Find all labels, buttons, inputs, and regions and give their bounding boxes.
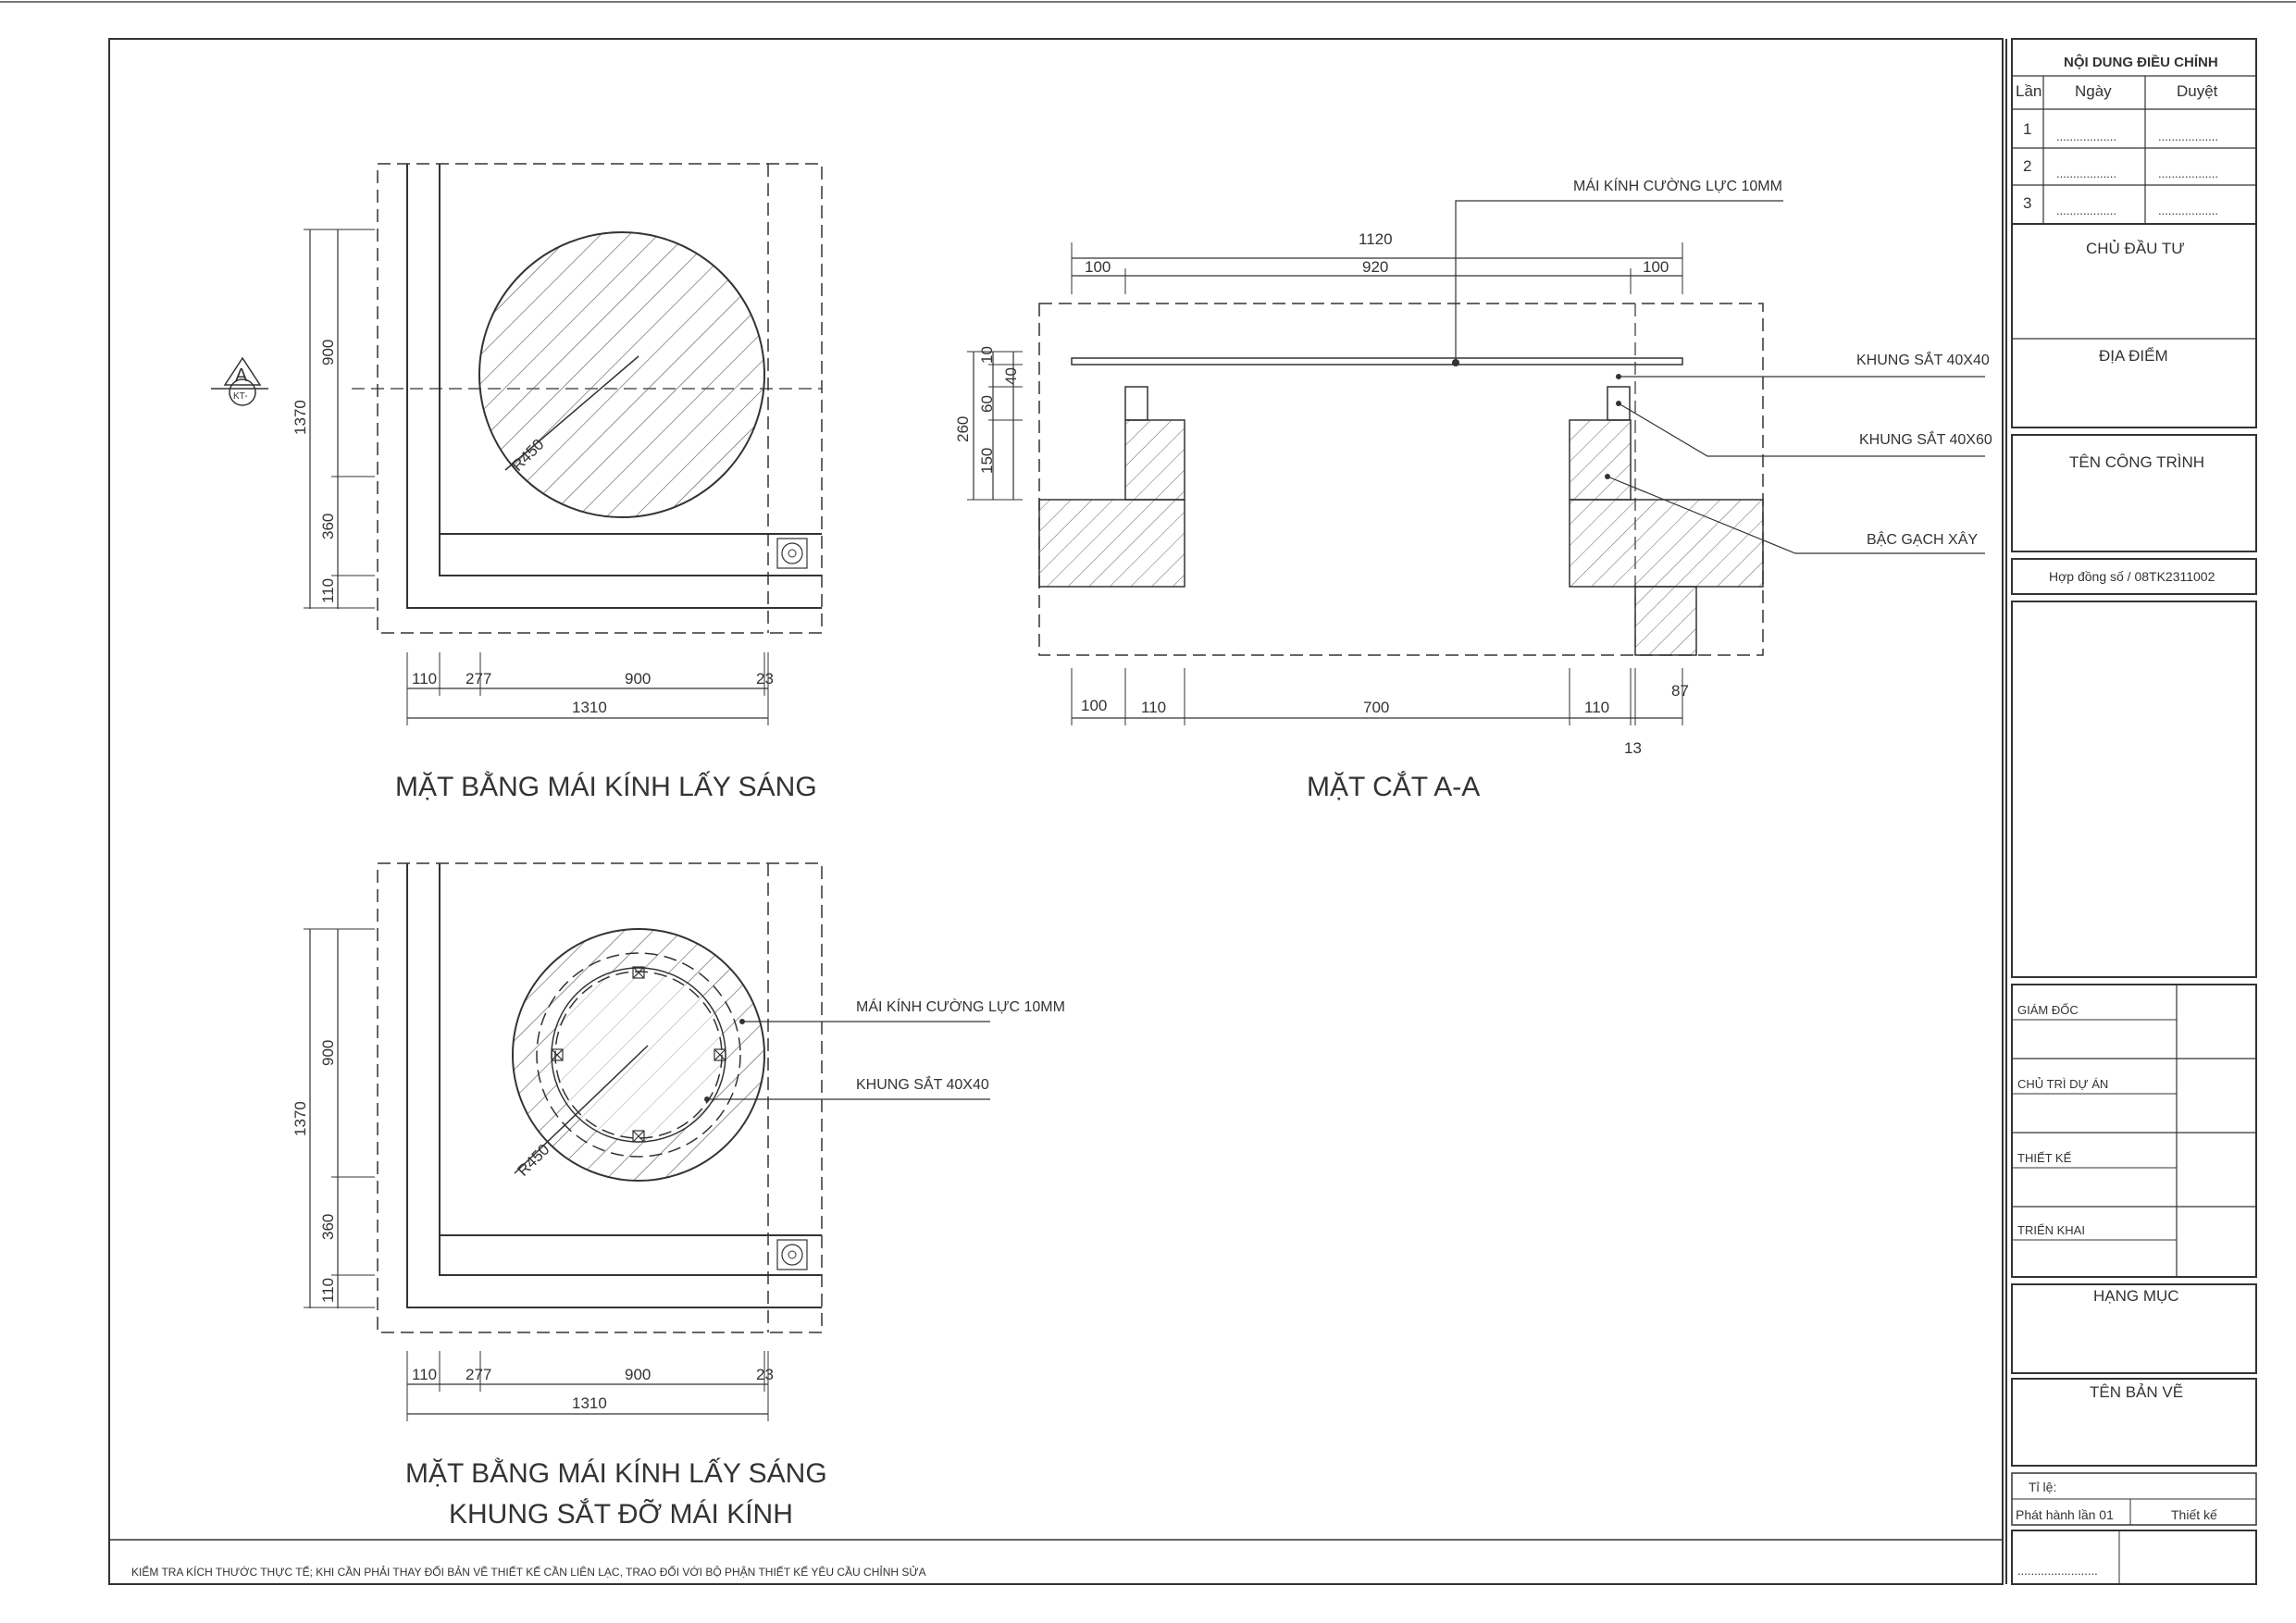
svg-text:..................: ..................	[2158, 130, 2218, 143]
svg-text:100: 100	[1643, 258, 1669, 276]
general-note: KIỂM TRA KÍCH THƯỚC THỰC TẾ; KHI CẦN PHẢ…	[131, 1565, 926, 1579]
svg-text:920: 920	[1362, 258, 1388, 276]
svg-text:..................: ..................	[2056, 130, 2116, 143]
brick-step-right	[1569, 419, 1632, 501]
svg-text:Thiết kế: Thiết kế	[2171, 1507, 2217, 1522]
svg-text:110: 110	[1584, 699, 1609, 716]
svg-text:360: 360	[319, 1214, 337, 1240]
svg-text:110: 110	[319, 578, 337, 603]
svg-text:KT-: KT-	[233, 391, 248, 402]
svg-text:110: 110	[412, 1366, 437, 1383]
svg-text:KHUNG SẮT 40X40: KHUNG SẮT 40X40	[1856, 351, 1990, 368]
drain-icon	[776, 538, 808, 569]
section-marker: A KT-	[211, 356, 268, 406]
svg-text:ĐỊA ĐIỂM: ĐỊA ĐIỂM	[2099, 347, 2168, 365]
svg-text:..................: ..................	[2056, 204, 2116, 217]
svg-text:GIÁM ĐỐC: GIÁM ĐỐC	[2017, 1003, 2079, 1017]
svg-text:110: 110	[412, 670, 437, 688]
svg-text:CHỦ TRÌ DỰ ÁN: CHỦ TRÌ DỰ ÁN	[2017, 1077, 2108, 1091]
svg-text:277: 277	[465, 670, 491, 688]
svg-text:Duyệt: Duyệt	[2177, 82, 2218, 100]
svg-text:1310: 1310	[572, 1394, 607, 1412]
section-title: MẶT CẮT A-A	[1307, 771, 1480, 802]
svg-text:87: 87	[1671, 682, 1689, 700]
svg-text:MÁI KÍNH CƯỜNG LỰC 10MM: MÁI KÍNH CƯỜNG LỰC 10MM	[856, 997, 1065, 1015]
svg-text:23: 23	[756, 670, 774, 688]
svg-text:700: 700	[1363, 699, 1389, 716]
svg-text:..................: ..................	[2158, 204, 2218, 217]
slab-right	[1569, 499, 1764, 588]
svg-text:1370: 1370	[292, 1101, 309, 1136]
svg-text:MÁI KÍNH CƯỜNG LỰC 10MM: MÁI KÍNH CƯỜNG LỰC 10MM	[1573, 177, 1782, 194]
svg-text:2: 2	[2023, 157, 2031, 175]
plan-2-title: MẶT BẰNG MÁI KÍNH LẤY SÁNG	[405, 1457, 827, 1489]
svg-text:1310: 1310	[572, 699, 607, 716]
svg-text:Phát hành lần 01: Phát hành lần 01	[2016, 1507, 2114, 1522]
svg-text:23: 23	[756, 1366, 774, 1383]
svg-text:13: 13	[1624, 739, 1642, 757]
slab-left	[1038, 499, 1185, 588]
svg-text:........................: ........................	[2017, 1564, 2098, 1578]
svg-text:900: 900	[625, 1366, 651, 1383]
svg-text:900: 900	[625, 670, 651, 688]
svg-text:TRIỂN KHAI: TRIỂN KHAI	[2017, 1223, 2085, 1237]
plan-2-subtitle: KHUNG SẮT ĐỠ MÁI KÍNH	[449, 1498, 793, 1530]
plan-2: R450 MÁI KÍNH CƯỜNG LỰC 10MM KHUNG SẮT 4…	[292, 862, 1065, 1530]
frame-ring	[536, 952, 741, 1158]
svg-text:60: 60	[978, 395, 996, 413]
svg-text:110: 110	[1141, 699, 1166, 716]
brick-step-left	[1124, 419, 1185, 501]
skylight-circle	[478, 231, 765, 518]
svg-text:40: 40	[1002, 367, 1020, 385]
svg-text:Hợp đồng số / 08TK2311002: Hợp đồng số / 08TK2311002	[2049, 569, 2215, 584]
svg-text:..................: ..................	[2158, 167, 2218, 180]
svg-text:THIẾT KẾ: THIẾT KẾ	[2017, 1151, 2072, 1165]
svg-text:BẬC GẠCH XÂY: BẬC GẠCH XÂY	[1867, 530, 1978, 548]
svg-text:Tỉ lệ:: Tỉ lệ:	[2029, 1480, 2056, 1494]
svg-text:10: 10	[978, 346, 996, 364]
glass-panel	[1071, 357, 1683, 365]
svg-text:..................: ..................	[2056, 167, 2116, 180]
svg-text:900: 900	[319, 340, 337, 365]
svg-text:360: 360	[319, 514, 337, 539]
svg-text:Ngày: Ngày	[2075, 82, 2112, 100]
svg-text:R450: R450	[514, 1141, 552, 1180]
section-a-a: 1120 100 920 100 10 40 60 260 150 100 11…	[954, 177, 1992, 802]
svg-text:110: 110	[319, 1278, 337, 1303]
svg-text:150: 150	[978, 448, 996, 474]
svg-text:NỘI DUNG ĐIỀU CHỈNH: NỘI DUNG ĐIỀU CHỈNH	[2064, 54, 2218, 70]
plan-1: R450 A KT- 1370 900 360 110 110 2	[211, 163, 823, 802]
svg-text:HẠNG MỤC: HẠNG MỤC	[2093, 1287, 2179, 1305]
svg-text:TÊN BẢN VẼ: TÊN BẢN VẼ	[2090, 1383, 2183, 1401]
svg-text:900: 900	[319, 1040, 337, 1066]
title-block: NỘI DUNG ĐIỀU CHỈNH Lần Ngày Duyệt 1 2 3…	[2005, 38, 2257, 1585]
svg-text:1: 1	[2023, 120, 2031, 138]
svg-text:Lần: Lần	[2016, 82, 2042, 100]
svg-text:1370: 1370	[292, 400, 309, 435]
svg-text:277: 277	[465, 1366, 491, 1383]
svg-text:100: 100	[1085, 258, 1111, 276]
svg-text:A: A	[235, 365, 248, 386]
svg-text:260: 260	[954, 416, 972, 442]
svg-text:100: 100	[1081, 697, 1107, 714]
plan-1-title: MẶT BẰNG MÁI KÍNH LẤY SÁNG	[395, 771, 817, 802]
svg-text:3: 3	[2023, 194, 2031, 212]
svg-text:1120: 1120	[1359, 230, 1393, 248]
svg-text:KHUNG SẮT 40X40: KHUNG SẮT 40X40	[856, 1075, 989, 1093]
drain-icon	[776, 1239, 808, 1270]
svg-text:TÊN CÔNG TRÌNH: TÊN CÔNG TRÌNH	[2069, 453, 2204, 471]
svg-text:KHUNG SẮT 40X60: KHUNG SẮT 40X60	[1859, 430, 1992, 448]
svg-text:CHỦ ĐẦU TƯ: CHỦ ĐẦU TƯ	[2086, 240, 2185, 257]
drawing-frame	[108, 38, 2004, 1585]
